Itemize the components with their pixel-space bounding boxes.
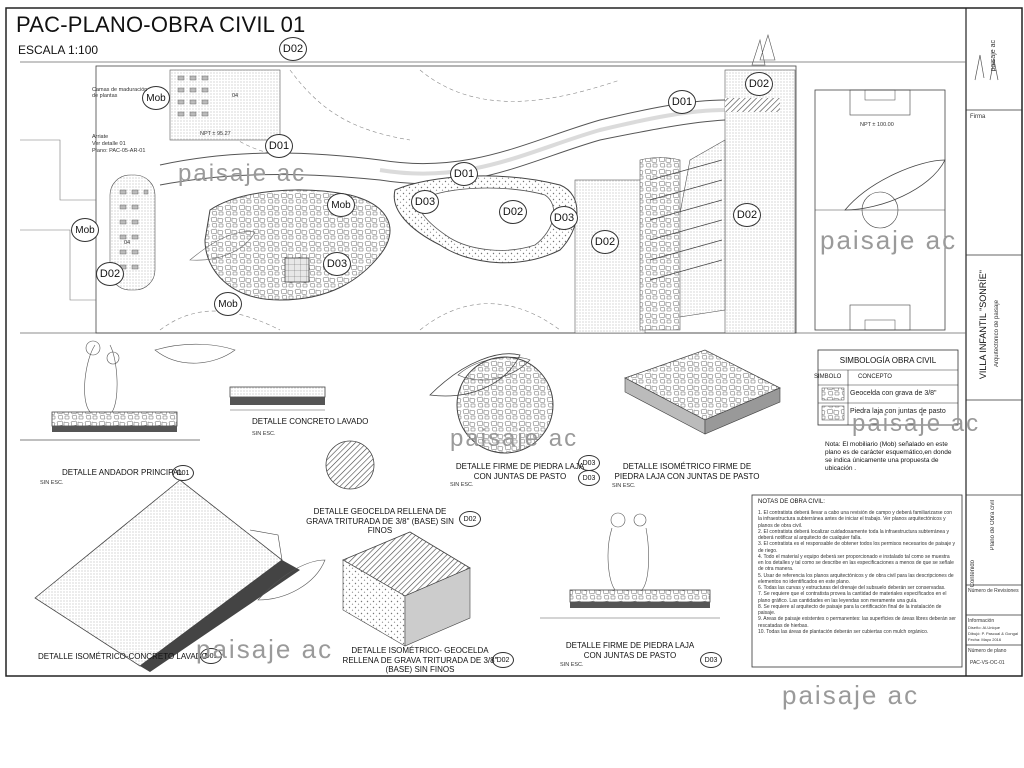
tag-mob: Mob	[142, 86, 170, 110]
label-ver-detalle: Ver detalle 01	[92, 141, 126, 147]
ref-04: 04	[124, 240, 131, 246]
tag-d03: D03	[411, 190, 439, 214]
tag-d02: D02	[591, 230, 619, 254]
tag-d01: D01	[450, 162, 478, 186]
tag-d01: D01	[668, 90, 696, 114]
simbologia-col-concepto: CONCEPTO	[858, 374, 892, 380]
tag-d02: D02	[733, 203, 761, 227]
tag-d02: D02	[279, 37, 307, 61]
tb-contenido: Plano de Obra civil	[990, 500, 996, 551]
sheet-title: PAC-PLANO-OBRA CIVIL 01	[16, 12, 306, 37]
nota-item: 9. Areas de paisaje existentes o permane…	[758, 616, 956, 629]
tb-firma: Firma	[970, 114, 986, 120]
nota-item: 7. Se requiere que el contratista provea…	[758, 591, 947, 604]
detail-concreto-title: DETALLE CONCRETO LAVADO	[252, 417, 369, 426]
tag-d03: D03	[323, 252, 351, 276]
nota-item: 10. Todas las áreas de plantación deberá…	[758, 628, 929, 635]
tb-subtitle: Arquitectónico de paisaje	[994, 300, 1000, 368]
detail-andador-title: DETALLE ANDADOR PRINCIPAL	[62, 468, 183, 477]
ref-04: 04	[232, 93, 239, 99]
simbologia-row2: Piedra laja con juntas de pasto	[850, 408, 946, 415]
simbologia-title: SIMBOLOGÍA OBRA CIVIL	[839, 356, 937, 365]
label-camas: Camas de maduración de plantas	[92, 87, 148, 100]
detail-iso-concreto-title: DETALLE ISOMÉTRICO-CONCRETO LAVADO	[38, 652, 208, 661]
tb-numero-label: Número de plano	[968, 648, 1007, 654]
detail-firme-2-title: DETALLE FIRME DE PIEDRA LAJA CON JUNTAS …	[565, 641, 695, 660]
watermark: paisaje ac	[196, 634, 334, 664]
tag-d02: D02	[745, 72, 773, 96]
watermark: paisaje ac	[450, 425, 579, 452]
site-plan	[20, 33, 966, 334]
sheet-scale: ESCALA 1:100	[18, 43, 99, 57]
tag-d02: D02	[459, 511, 481, 527]
nota-item: 4. Todo el material y equipo deberá ser …	[758, 553, 954, 573]
tb-logo: paisaje ac	[990, 40, 997, 72]
sin-esc: SIN ESC.	[612, 483, 636, 489]
tb-dibujo: Dibujó: P. Pascual & Gongal	[968, 631, 1018, 636]
simbologia-nota: Nota: El mobiliario (Mob) señalado en es…	[825, 441, 952, 473]
tb-revisiones: Número de Revisiones	[968, 588, 1019, 594]
tag-d03: D03	[700, 652, 722, 668]
detail-geocelda-title: DETALLE GEOCELDA RELLENA DE GRAVA TRITUR…	[306, 507, 454, 536]
sin-esc: SIN ESC.	[560, 662, 584, 668]
nota-item: 2. El contratista deberá localizar cuida…	[758, 528, 949, 541]
nivel-right: NPT ± 100.00	[860, 122, 894, 128]
watermark: paisaje ac	[820, 225, 958, 255]
label-arriate: Arriate	[92, 134, 109, 140]
tb-numero: PAC-VS-OC-01	[970, 660, 1005, 666]
tag-d03: D03	[550, 206, 578, 230]
watermark: paisaje ac	[782, 680, 920, 710]
simbologia-col-simbolo: SIMBOLO	[814, 374, 842, 380]
tag-mob: Mob	[214, 292, 242, 316]
title-block	[966, 54, 1022, 646]
nota-item: 3. El contratista es el responsable de o…	[758, 541, 956, 554]
sin-esc: SIN ESC.	[252, 431, 276, 437]
tb-contenido-label: Contenido	[970, 560, 976, 588]
tag-d02: D02	[96, 262, 124, 286]
tag-d01: D01	[265, 134, 293, 158]
nota-item: 8. Se requiere al arquitecto de paisaje …	[758, 603, 942, 616]
tag-d01: D01	[172, 465, 194, 481]
tag-d02: D02	[492, 652, 514, 668]
details-area	[20, 340, 963, 672]
tb-fecha: Fecha: Mayo 2016	[968, 637, 1002, 642]
watermark: paisaje ac	[852, 410, 981, 437]
tag-d02: D02	[499, 200, 527, 224]
nota-item: 1. El contratista deberá llevar a cabo u…	[758, 510, 952, 529]
tag-d01: D01	[200, 648, 222, 664]
notas-list: 1. El contratista deberá llevar a cabo u…	[758, 510, 956, 635]
tb-project: VILLA INFANTIL "SONRÍE"	[978, 270, 988, 380]
label-plano: Plano: PAC-05-AR-01	[92, 148, 146, 154]
detail-iso-firme-title: DETALLE ISOMÉTRICO FIRME DE PIEDRA LAJA …	[614, 462, 760, 481]
sin-esc: SIN ESC.	[40, 480, 64, 486]
notas-title: NOTAS DE OBRA CIVIL:	[758, 499, 825, 505]
tag-mob: Mob	[71, 218, 99, 242]
sin-esc: SIN ESC.	[450, 482, 474, 488]
watermark: paisaje ac	[178, 160, 307, 187]
detail-iso-geocelda-title: DETALLE ISOMÉTRICO- GEOCELDA RELLENA DE …	[342, 646, 498, 675]
tb-informacion: Información	[968, 618, 995, 624]
tag-mob: Mob	[327, 193, 355, 217]
nota-item: 6. Todas las curvas y estructuras del dr…	[758, 585, 946, 591]
simbologia-row1: Geocelda con grava de 3/8"	[850, 390, 937, 397]
nota-item: 5. Usar de referencia los planos arquite…	[758, 572, 954, 585]
tag-d03: D03	[578, 455, 600, 471]
tb-diseno: Diseño: Al-Unique	[968, 625, 1001, 630]
nivel-left: NPT ± 95.27	[200, 131, 231, 137]
detail-firme-title: DETALLE FIRME DE PIEDRA LAJA CON JUNTAS …	[455, 462, 585, 481]
